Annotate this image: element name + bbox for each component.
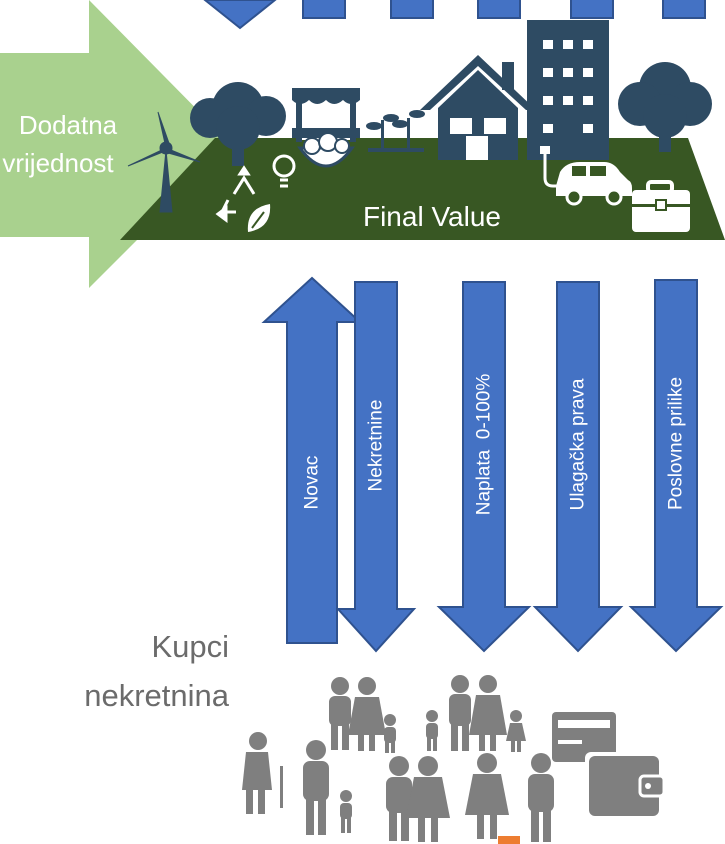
flow-arrow-down <box>436 281 532 653</box>
person-icon <box>465 753 509 839</box>
credit-card-icon <box>552 712 616 762</box>
top-arrow-tip-2 <box>302 0 346 19</box>
wallet-icon <box>585 752 666 818</box>
apartment-building-icon <box>527 20 609 160</box>
person-icon <box>303 740 329 835</box>
final-value-label: Final Value <box>363 201 501 232</box>
top-arrows <box>203 0 706 30</box>
flow-arrows: Novac Nekretnine Naplata 0-100% Ulagačka pr… <box>261 276 724 653</box>
child-icon <box>340 790 352 833</box>
flow-arrow-label: Nekretnine <box>366 400 387 492</box>
flow-arrow-down <box>335 281 417 653</box>
fruit-basket-icon <box>297 132 355 168</box>
person-icon <box>528 753 554 842</box>
buyers-label-line1: Kupci <box>151 629 229 664</box>
tree-icon-right <box>618 62 712 152</box>
wind-turbine-icon <box>127 111 201 213</box>
flow-arrow-label: Novac <box>302 456 323 510</box>
person-icon <box>469 675 507 751</box>
person-icon <box>406 756 450 842</box>
person-icon <box>449 675 471 751</box>
flow-arrow-down <box>532 281 624 653</box>
added-value-arrow: Dodatna vrijednost <box>0 0 232 288</box>
top-arrow-tip-1 <box>203 0 277 30</box>
added-value-label-line1: Dodatna <box>19 110 118 140</box>
house-icon <box>420 55 536 160</box>
leaf-icon <box>247 204 271 232</box>
person-icon <box>329 677 351 750</box>
briefcase-icon <box>632 180 690 232</box>
top-arrow-tip-4 <box>477 0 521 19</box>
flow-arrow-label: Naplata 0-100% <box>474 374 495 516</box>
flow-arrow-label: Ulagačka prava <box>568 378 589 510</box>
person-icon <box>348 677 386 751</box>
electric-car-icon <box>540 146 632 206</box>
child-icon <box>426 710 438 751</box>
recycle-icon <box>215 165 256 223</box>
flow-arrow-label: Poslovne prilike <box>666 377 687 510</box>
child-icon <box>384 714 396 753</box>
lightbulb-icon <box>272 154 296 188</box>
family-icon <box>242 675 554 842</box>
top-arrow-tip-5 <box>570 0 614 19</box>
tree-icon-left <box>190 82 286 166</box>
seedlings-icon <box>366 110 425 152</box>
added-value-label-line2: vrijednost <box>2 148 114 178</box>
top-arrow-tip-3 <box>390 0 434 19</box>
logo-mark-icon <box>498 836 520 844</box>
buyers-label-line2: nekretnina <box>84 678 230 713</box>
top-arrow-tip-6 <box>662 0 706 19</box>
child-icon <box>506 710 526 752</box>
elderly-person-icon <box>242 732 283 814</box>
flow-arrow-down <box>628 279 724 653</box>
person-icon <box>386 756 412 841</box>
